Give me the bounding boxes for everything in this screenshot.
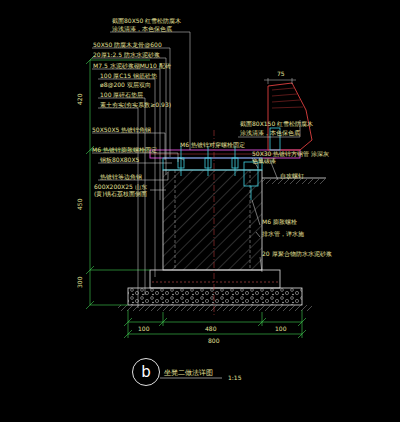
annotation-text: 涂浅清漆，本色保色底 xyxy=(240,129,300,136)
annotation-text: M6 膨胀螺栓 xyxy=(262,218,297,225)
detail-circle: b xyxy=(132,358,160,386)
annotation-text: 600X200X25 山东(黄)锈石荔枝面侧面 xyxy=(94,183,150,197)
annotation-text: M7.5 水泥砂浆砌MU10 配砖 xyxy=(93,62,171,69)
annotation-text: 100 xyxy=(138,325,149,332)
dimension-text: 450 xyxy=(76,199,83,210)
annotation-text: 自攻螺钉 xyxy=(280,172,304,179)
annotation-text: 50X50X5 热镀锌角钢 xyxy=(92,126,151,133)
annotation-text: 1:15 xyxy=(228,374,241,381)
annotation-text: 截面80X150 红雪松防腐木 xyxy=(240,120,313,127)
annotation-text: 涂浅清漆，本色保色底 xyxy=(112,25,172,32)
detail-mark: b xyxy=(141,363,151,381)
annotation-text: 截面80X50 红雪松防腐木 xyxy=(112,17,181,24)
annotation-text: ø8@200 双层双向 xyxy=(100,81,151,88)
annotation-text: 热镀锌等边角钢 xyxy=(100,173,142,180)
annotation-text: M6 热镀锌对穿螺栓固定 xyxy=(180,141,245,148)
annotation-text: 素土夯实(夯实系数≥0.93) xyxy=(100,101,171,108)
dimension-text: 300 xyxy=(76,277,83,288)
annotation-text: 排水管，详水施 xyxy=(262,230,304,237)
annotation-text: 100 xyxy=(275,325,286,332)
annotation-text: 20 厚聚合物防水水泥砂浆 xyxy=(262,250,332,257)
annotation-text: 480 xyxy=(205,325,216,332)
dimension-text: 420 xyxy=(76,94,83,105)
annotation-text: 钢板80X80X5 xyxy=(100,156,139,163)
annotation-text: 50X30 热镀锌方钢管 涂深灰色氟碳漆 xyxy=(252,150,330,164)
annotation-text: 50X50 防腐木龙骨@600 xyxy=(93,41,162,48)
annotation-text: 100 厚碎石垫层 xyxy=(100,91,143,98)
annotation-text: 100 厚C15 钢筋砼垫 xyxy=(100,72,157,79)
annotation-text: 800 xyxy=(208,337,219,344)
annotation-text: 20厚1:2.5 防水水泥砂浆 xyxy=(93,51,160,58)
annotation-text: 75 xyxy=(277,70,285,77)
annotation-text: M6 热镀锌膨胀螺栓固定 xyxy=(92,146,157,153)
drawing-title: 坐凳二做法详图 xyxy=(164,368,213,378)
